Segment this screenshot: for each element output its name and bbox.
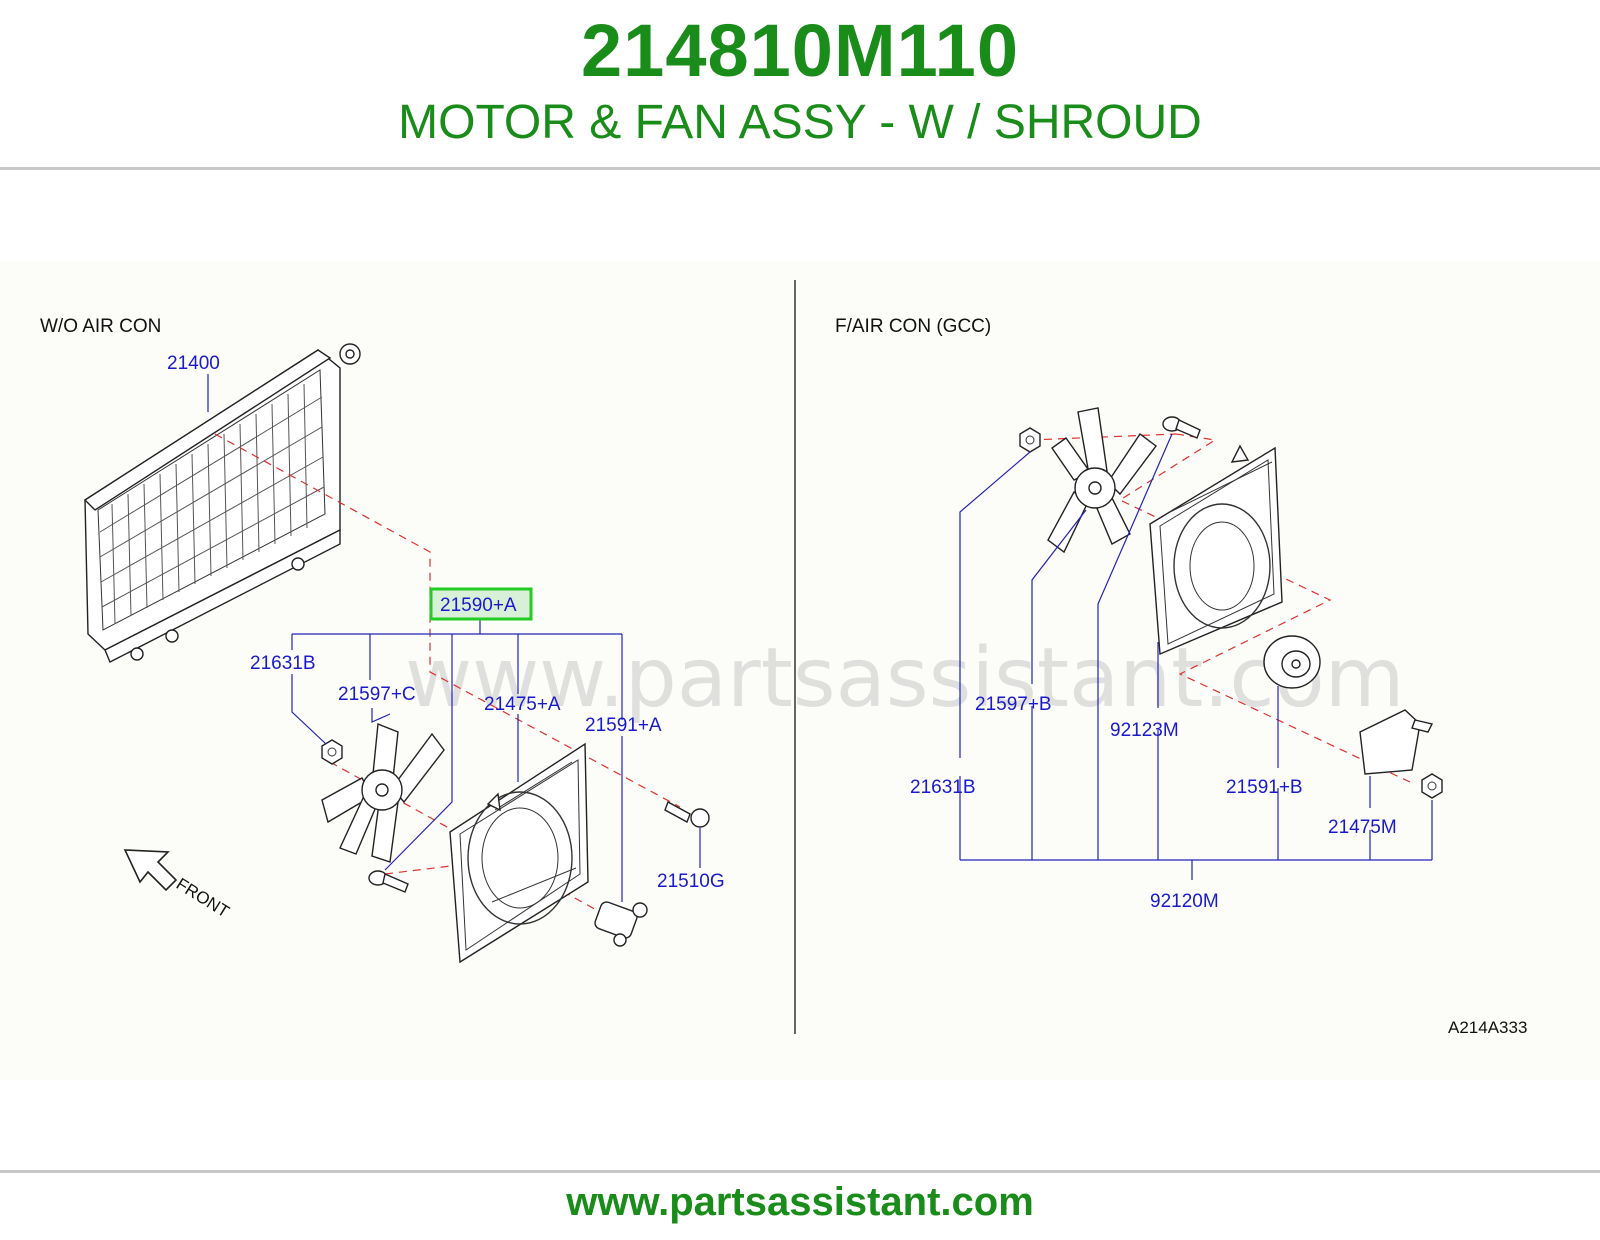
footer-site-link[interactable]: www.partsassistant.com [566,1180,1034,1224]
callout-21591-A[interactable]: 21591+A [585,715,662,736]
left-screw-line [384,859,501,875]
callout-21475-A[interactable]: 21475+A [484,694,561,715]
right-nut-bottom-drawing [1421,773,1443,799]
right-nut-drawing [1019,427,1041,453]
diagram-reference-code: A214A333 [1448,1018,1527,1037]
callout-21510G[interactable]: 21510G [657,871,725,892]
callout-21631B-left[interactable]: 21631B [250,653,316,674]
parts-diagram: www.partsassistant.com W/O AIR CON F/AIR… [0,262,1600,1080]
callout-92120M[interactable]: 92120M [1150,891,1219,912]
front-label: FRONT [173,874,233,921]
left-motor-drawing [594,901,648,947]
left-screw-drawing [368,870,409,893]
right-motor-drawing [1263,635,1321,689]
callout-highlight-box [429,587,533,621]
left-bolt-drawing [664,800,710,828]
right-top-line [1029,433,1177,441]
callout-21631B-right[interactable]: 21631B [910,777,976,798]
left-section-title: W/O AIR CON [40,316,161,337]
callout-21400[interactable]: 21400 [167,353,220,374]
footer-divider [0,1170,1600,1173]
part-name-subtitle: MOTOR & FAN ASSY - W / SHROUD [398,96,1202,149]
right-bracket-drawing [1359,709,1434,775]
callout-21597-C[interactable]: 21597+C [338,684,416,705]
callout-21590-A[interactable]: 21590+A [440,595,517,616]
header-divider [0,167,1600,170]
callout-21475M[interactable]: 21475M [1328,817,1397,838]
watermark-text: www.partsassistant.com [405,631,1405,726]
right-section-title: F/AIR CON (GCC) [835,316,991,337]
part-number-title: 214810M110 [581,9,1019,92]
left-fan-drawing [321,723,445,863]
parts-diagram-canvas: www.partsassistant.com W/O AIR CON F/AIR… [40,280,1527,1037]
page-header: 214810M110 MOTOR & FAN ASSY - W / SHROUD [0,0,1600,170]
left-alignment-line [214,433,681,808]
right-shroud-drawing [1149,444,1283,656]
left-leader-lines [207,374,701,902]
left-shroud-drawing [449,742,589,964]
radiator-drawing [83,343,361,663]
callout-21591-B[interactable]: 21591+B [1226,777,1303,798]
callout-92123M[interactable]: 92123M [1110,720,1179,741]
right-fan-drawing [1047,407,1157,554]
front-arrow: FRONT [123,849,233,921]
right-leader-lines [959,433,1433,880]
right-screw-drawing [1162,416,1201,439]
callout-21597-B[interactable]: 21597+B [975,694,1052,715]
left-nut-drawing [321,739,343,765]
